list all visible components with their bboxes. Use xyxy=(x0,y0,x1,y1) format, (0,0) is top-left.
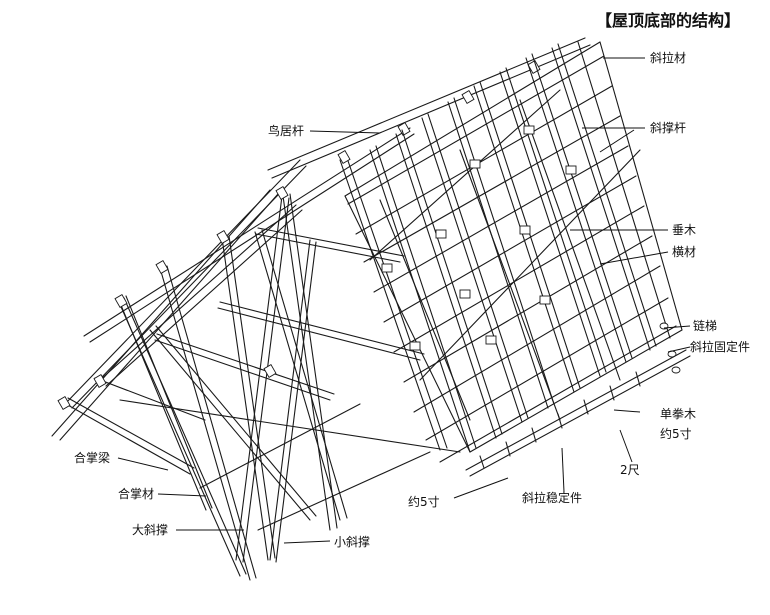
label-diagonal-brace-pole: 斜撑杆 xyxy=(650,120,686,135)
purlin-rafters xyxy=(369,41,671,453)
tie-beams xyxy=(65,227,461,531)
large-brace-poles xyxy=(99,195,348,577)
diagram-title: 【屋顶底部的结构】 xyxy=(596,11,740,30)
label-2-chi: 2尺 xyxy=(620,463,640,477)
label-rafter: 垂木 xyxy=(672,223,696,237)
label-approx-5-cun-bottom: 约5寸 xyxy=(408,494,440,509)
label-gassho-beam: 合掌梁 xyxy=(74,450,110,465)
label-torii-pole: 鸟居杆 xyxy=(268,123,304,138)
label-gassho-member: 合掌材 xyxy=(118,486,154,501)
label-approx-5-cun-right: 约5寸 xyxy=(660,426,692,441)
labels: 斜拉材 斜撑杆 鸟居杆 垂木 横材 链梯 斜拉固定件 单拳木 约5寸 2尺 斜拉… xyxy=(74,50,750,549)
rafter-poles xyxy=(117,157,448,581)
roof-lattice xyxy=(344,41,691,477)
gassho-beam-pole xyxy=(51,37,591,441)
lattice-lashings xyxy=(381,125,577,351)
leader-lines xyxy=(117,57,691,544)
label-diagonal-tie: 斜拉材 xyxy=(650,50,686,65)
lattice-diagonals xyxy=(369,89,641,421)
lashing-ties-left xyxy=(57,60,541,410)
label-small-brace: 小斜撑 xyxy=(334,534,370,549)
label-single-fist-wood: 单拳木 xyxy=(660,406,696,421)
label-chain-ladder: 链梯 xyxy=(693,318,717,333)
stabilizer-pole xyxy=(465,349,687,471)
label-diagonal-fixing: 斜拉固定件 xyxy=(690,339,750,354)
label-diagonal-stabilizer: 斜拉稳定件 xyxy=(522,490,582,505)
label-large-brace: 大斜撑 xyxy=(132,522,168,537)
cross-purlins xyxy=(347,55,677,463)
label-cross-member: 横材 xyxy=(672,245,696,259)
